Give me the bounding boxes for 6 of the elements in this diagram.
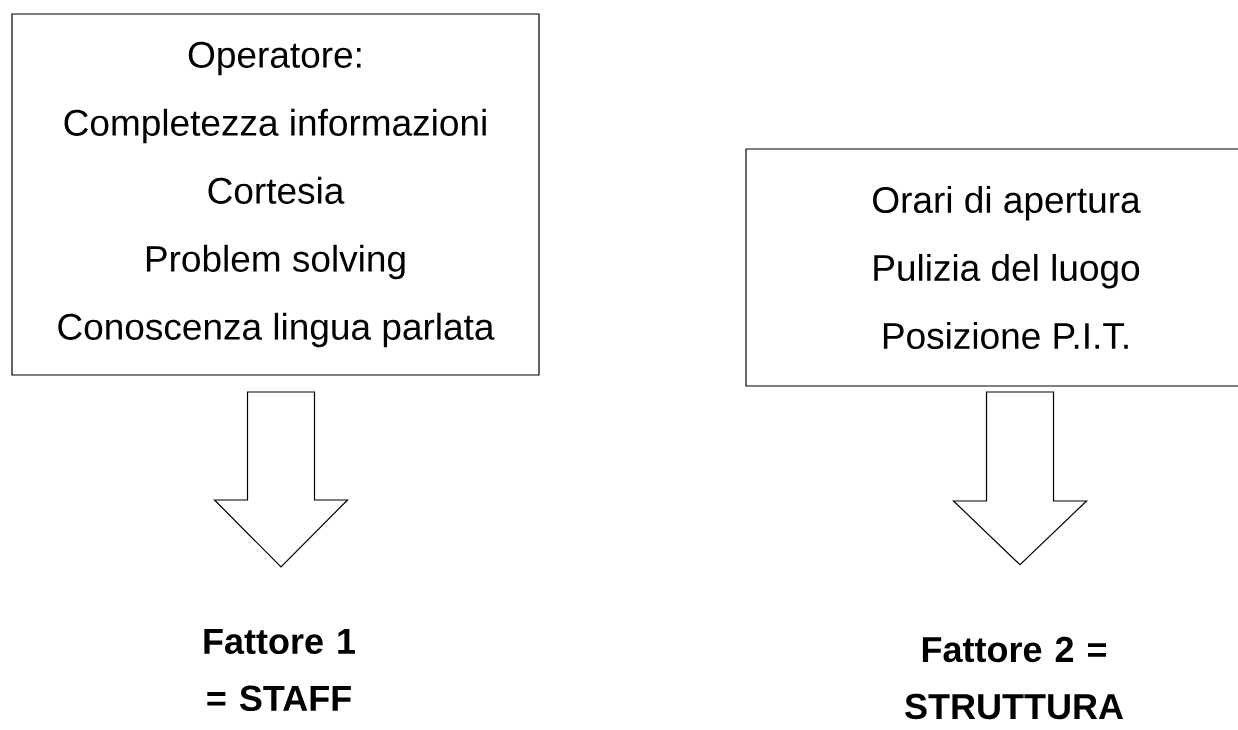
- block-arrow: [213, 391, 349, 568]
- result-text: Fattore 2 = STRUTTURA: [905, 636, 1124, 720]
- block-arrow: [952, 391, 1088, 566]
- text-box: Orari di apertura Pulizia del luogo Posizione P.I.T.: [745, 148, 1238, 387]
- text-box: Operatore: Completezza informazioni Cortesia Problem solving Conoscenza lingua parlata: [11, 13, 540, 376]
- result-text: Fattore 1 = STAFF: [204, 628, 355, 712]
